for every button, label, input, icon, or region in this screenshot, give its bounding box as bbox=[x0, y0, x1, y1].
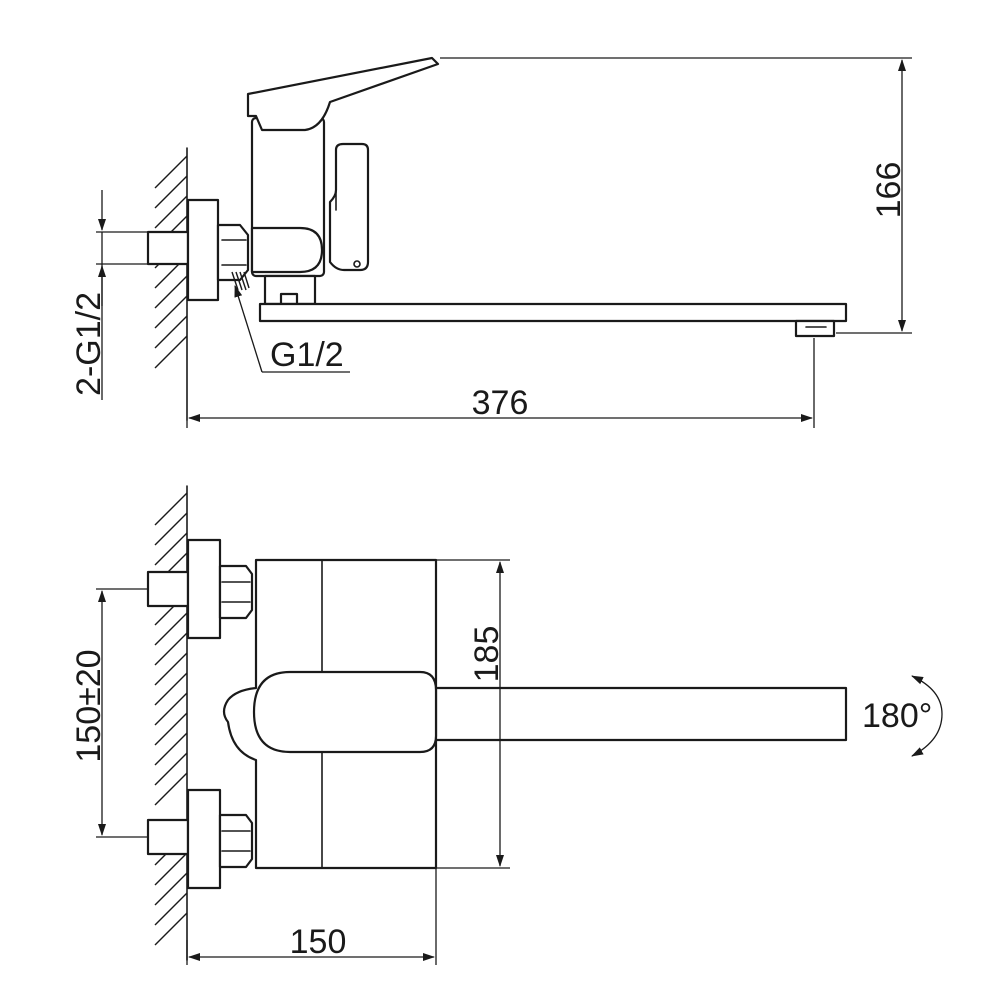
connector-nut-side bbox=[216, 223, 250, 282]
wall-top bbox=[154, 485, 188, 961]
spout-top bbox=[434, 686, 848, 742]
dim-inlet-spacing: 150±20 bbox=[70, 588, 148, 838]
base-slot bbox=[279, 292, 299, 306]
dim-rotation-label: 180° bbox=[862, 697, 932, 735]
lever-handle-top bbox=[252, 670, 438, 754]
lever-handle-side bbox=[246, 56, 440, 132]
dim-inlet-thread: 2-G1/2 bbox=[70, 190, 148, 400]
escutcheon-side bbox=[186, 198, 220, 302]
dim-spout-reach-label: 150 bbox=[290, 923, 347, 961]
nut-upper bbox=[218, 564, 254, 620]
dim-inlet-thread-label: 2-G1/2 bbox=[70, 292, 108, 396]
dim-length-side: 376 bbox=[186, 338, 815, 428]
spout-side bbox=[258, 302, 848, 323]
dim-body-height: 185 bbox=[436, 559, 510, 869]
top-view: 150±20 185 150 180° bbox=[70, 485, 943, 965]
side-view: 166 376 2-G1/2 G1/2 bbox=[70, 56, 912, 428]
eccentric-connector-side bbox=[250, 226, 324, 274]
rotation-indicator: 180° bbox=[862, 675, 943, 757]
wall-hatching-top bbox=[154, 492, 188, 946]
nut-lower bbox=[218, 813, 254, 869]
inlet-pipe-lower bbox=[146, 818, 190, 856]
dim-inlet-spacing-label: 150±20 bbox=[70, 649, 108, 762]
dim-spout-reach: 150 bbox=[186, 868, 437, 965]
dim-outlet-thread-label: G1/2 bbox=[270, 336, 344, 374]
dim-length-label: 376 bbox=[472, 384, 529, 422]
escutcheon-upper bbox=[186, 538, 222, 640]
escutcheon-lower bbox=[186, 788, 222, 890]
dim-body-height-label: 185 bbox=[468, 626, 506, 683]
aerator-side bbox=[794, 319, 836, 338]
dim-height-side: 166 bbox=[440, 57, 912, 334]
wall-side bbox=[154, 147, 188, 421]
inlet-pipe-side bbox=[146, 230, 190, 266]
dim-height-label: 166 bbox=[870, 162, 908, 219]
dim-outlet-thread: G1/2 bbox=[234, 285, 350, 374]
inlet-pipe-upper bbox=[146, 570, 190, 608]
diverter-knob bbox=[328, 142, 370, 272]
